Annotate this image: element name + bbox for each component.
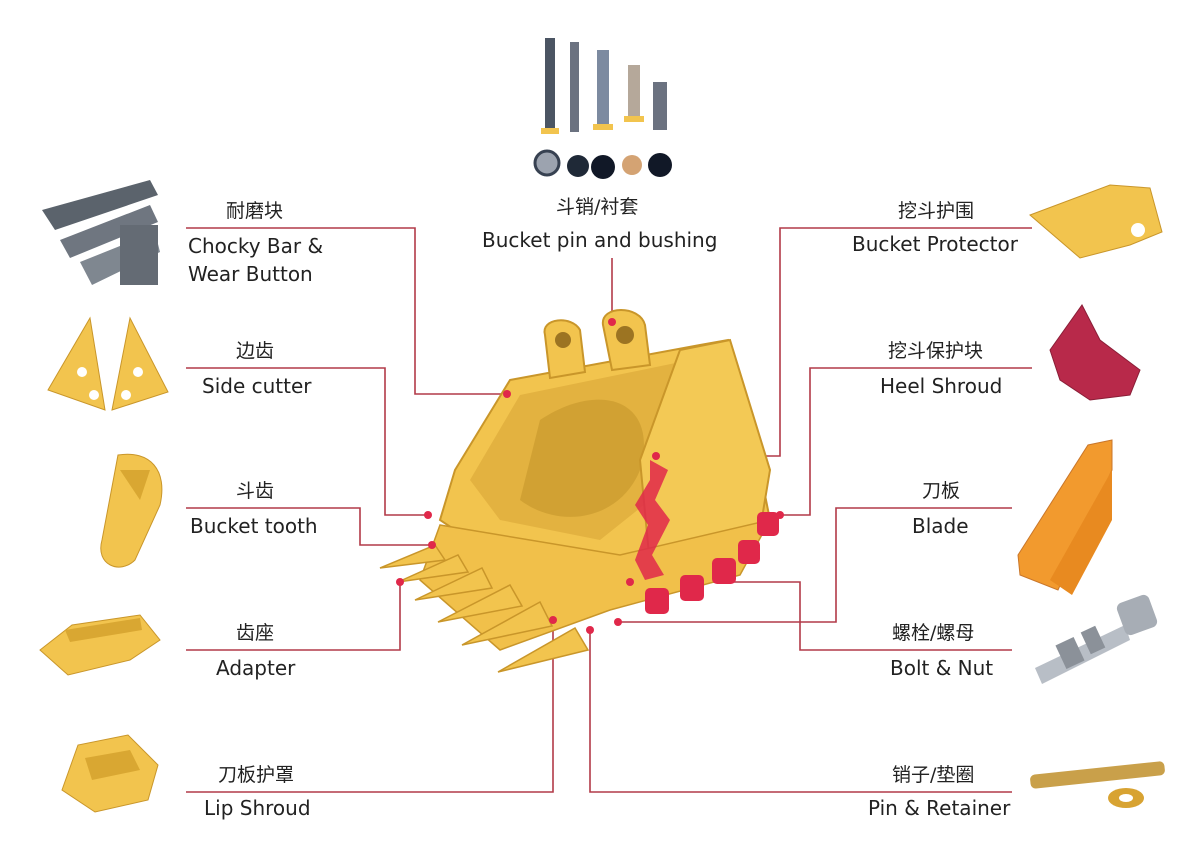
label-bucket-pin-zh: 斗销/衬套	[556, 196, 639, 218]
heel-shroud-5	[757, 512, 779, 536]
bucket-tooth-image	[100, 453, 163, 568]
leader-chocky-bar	[186, 227, 507, 395]
lip-shroud-image	[61, 734, 159, 813]
adapter-image	[39, 614, 161, 676]
label-chocky-bar-en: Chocky Bar & Wear Button	[188, 232, 323, 288]
label-side-cutter-zh: 边齿	[236, 340, 275, 362]
label-bucket-protector-en: Bucket Protector	[852, 232, 1018, 256]
tooth-5	[461, 600, 554, 646]
label-lip-shroud-en: Lip Shroud	[204, 796, 311, 820]
bucket-teeth	[379, 544, 590, 673]
label-adapter-zh: 齿座	[236, 622, 275, 644]
leader-side-cutter	[186, 367, 428, 516]
tooth-4	[437, 584, 524, 623]
pin-ear-left	[543, 319, 587, 380]
bolt-nut-image	[1035, 594, 1158, 684]
tooth-1	[379, 544, 447, 569]
label-blade-zh: 刀板	[922, 480, 961, 502]
label-bucket-tooth-en: Bucket tooth	[190, 514, 318, 538]
label-bolt-nut-zh: 螺栓/螺母	[892, 622, 975, 644]
leader-heel-shroud	[780, 367, 1032, 516]
pin-hole-right	[616, 326, 634, 344]
label-pin-retainer-en: Pin & Retainer	[868, 796, 1011, 820]
bucket-protector-image	[1029, 184, 1163, 259]
label-bucket-protector-zh: 挖斗护围	[898, 200, 975, 222]
label-heel-shroud-zh: 挖斗保护块	[888, 340, 984, 362]
tooth-3	[414, 567, 494, 601]
pin-retainer-image	[1030, 761, 1165, 808]
tooth-6	[497, 626, 590, 673]
label-heel-shroud-en: Heel Shroud	[880, 374, 1003, 398]
side-wear-strip	[635, 460, 670, 580]
side-cutter-image	[47, 316, 169, 411]
heel-shroud-3	[712, 558, 736, 584]
heel-shroud-1	[645, 588, 669, 614]
label-chocky-bar-zh: 耐磨块	[226, 200, 284, 222]
label-side-cutter-en: Side cutter	[202, 374, 312, 398]
label-chocky-bar-en-line1: Chocky Bar &	[188, 234, 324, 258]
heel-shroud-image	[1049, 304, 1141, 401]
leader-pin-retainer	[589, 630, 1012, 793]
pin-hole-left	[555, 332, 571, 348]
anchor-dots	[396, 318, 784, 634]
label-adapter-en: Adapter	[216, 656, 296, 680]
label-bucket-pin-en: Bucket pin and bushing	[482, 228, 718, 252]
heel-shroud-4	[738, 540, 760, 564]
bucket-illustration	[379, 309, 784, 673]
chocky-bar-image	[42, 180, 160, 285]
leader-bucket-tooth	[186, 507, 432, 546]
blade-image	[1017, 439, 1113, 595]
tooth-2	[397, 554, 470, 583]
heel-shroud-2	[680, 575, 704, 601]
label-pin-retainer-zh: 销子/垫圈	[892, 764, 975, 786]
label-chocky-bar-en-line2: Wear Button	[188, 262, 313, 286]
leader-adapter	[186, 582, 401, 651]
heel-shroud-row	[645, 512, 779, 614]
bucket-pin-image	[533, 38, 672, 179]
bucket-inner-curve	[520, 399, 644, 517]
label-blade-en: Blade	[912, 514, 969, 538]
label-bucket-tooth-zh: 斗齿	[236, 480, 275, 502]
leader-lip-shroud	[186, 620, 554, 793]
label-bolt-nut-en: Bolt & Nut	[890, 656, 994, 680]
leader-blade	[618, 507, 1012, 623]
label-lip-shroud-zh: 刀板护罩	[218, 764, 295, 786]
